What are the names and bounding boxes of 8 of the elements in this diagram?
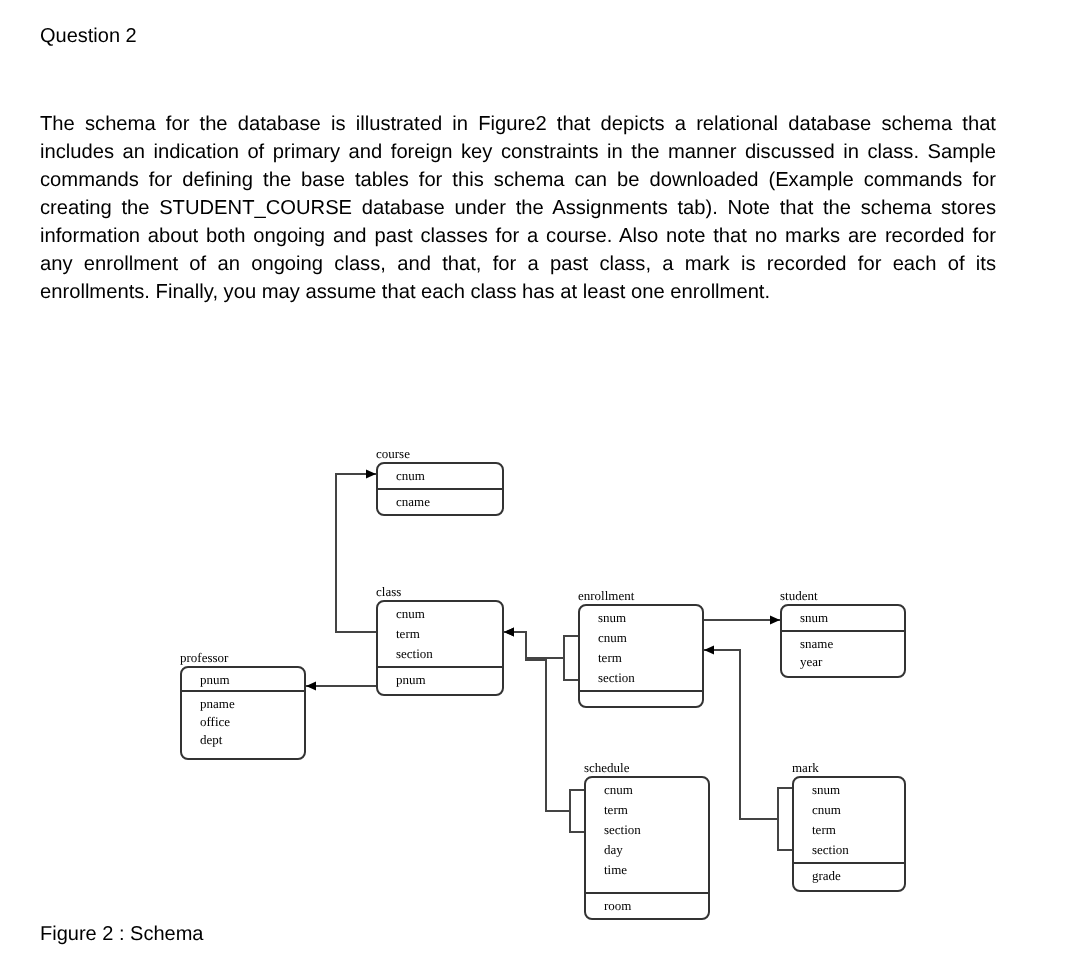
arrow xyxy=(503,627,585,833)
arrow xyxy=(305,681,377,691)
arrow xyxy=(335,469,377,633)
arrow xyxy=(703,615,781,625)
question-heading: Question 2 xyxy=(40,26,137,48)
arrow xyxy=(703,645,793,851)
question-paragraph: The schema for the database is illustrated in Figure2 that depicts a relational database schema that includes an indication of primary and foreign key constraints in the manner discussed in class. Sample commands for defining the base tables for this schema can be downloaded (Example commands for creating the STUDENT_COURSE database under the Assignments tab). Note that the schema stores information about both ongoing and past classes for a course. Also note that no marks are recorded for any enrollment of an ongoing class, and that, for a past class, a mark is recorded for each of its enrollments. Finally, you may assume that each class has at least one enrollment. xyxy=(40,112,996,308)
figure-caption: Figure 2 : Schema xyxy=(40,924,204,946)
